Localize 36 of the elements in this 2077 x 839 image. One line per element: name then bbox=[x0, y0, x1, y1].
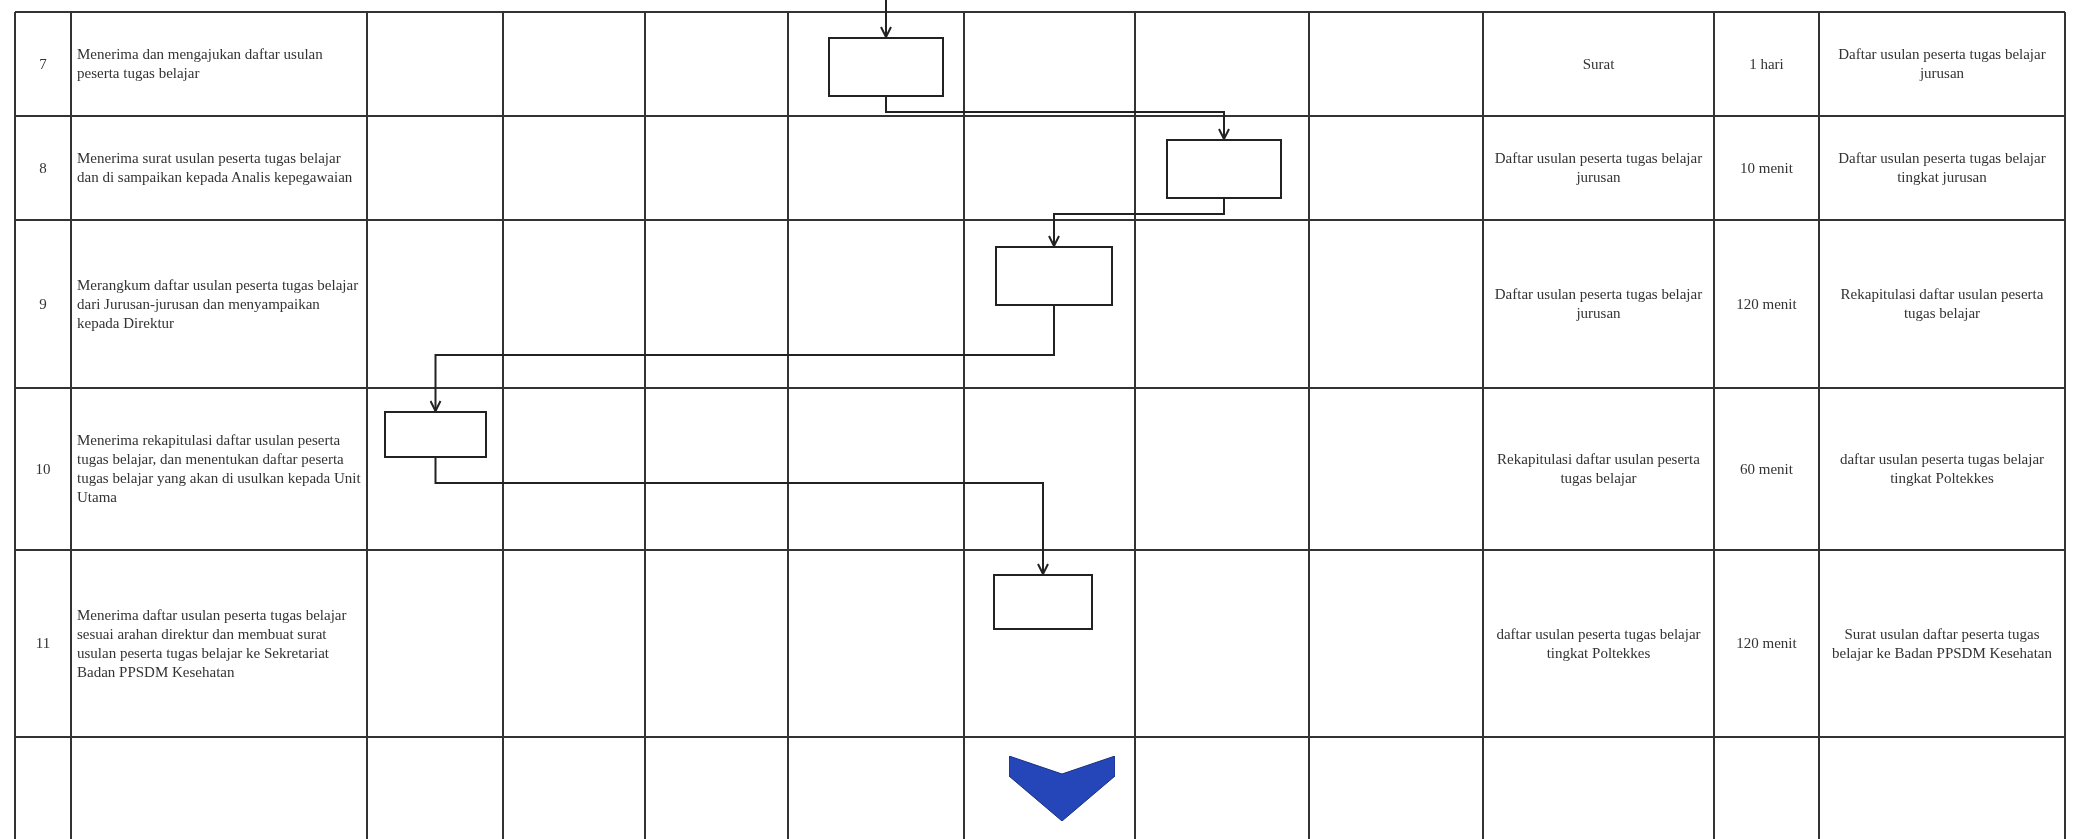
step-number: 9 bbox=[39, 294, 47, 314]
output-document: Daftar usulan peserta tugas belajar jurusan bbox=[1837, 45, 2047, 83]
step-number: 10 bbox=[35, 459, 51, 479]
step-number: 11 bbox=[35, 634, 51, 653]
input-document: daftar usulan peserta tugas belajar tingkat Poltekkes bbox=[1495, 624, 1702, 663]
duration: 10 menit bbox=[1740, 158, 1793, 178]
output-document: daftar usulan peserta tugas belajar tingkat Poltekkes bbox=[1838, 450, 2046, 488]
step-description: Menerima daftar usulan peserta tugas belajar sesuai arahan direktur dan membuat surat usulan peserta tugas belajar ke Sekretariat Badan PPSDM Kesehatan bbox=[77, 605, 348, 682]
step-description: Merangkum daftar usulan peserta tugas belajar dari Jurusan-jurusan dan menyampaikan kepada Direktur bbox=[77, 275, 360, 333]
input-document: Daftar usulan peserta tugas belajar jurusan bbox=[1493, 149, 1704, 187]
process-box bbox=[993, 574, 1093, 630]
process-box bbox=[1166, 139, 1282, 199]
output-document: Surat usulan daftar peserta tugas belajar ke Badan PPSDM Kesehatan bbox=[1831, 624, 2053, 663]
output-document: Daftar usulan peserta tugas belajar tingkat jurusan bbox=[1837, 149, 2047, 187]
step-description: Menerima surat usulan peserta tugas belajar dan di sampaikan kepada Analis kepegawaian bbox=[77, 149, 354, 187]
process-box bbox=[384, 411, 487, 458]
duration: 1 hari bbox=[1749, 54, 1784, 74]
duration: 60 menit bbox=[1740, 459, 1793, 479]
process-box bbox=[828, 37, 944, 97]
step-description: Menerima rekapitulasi daftar usulan peserta tugas belajar, dan menentukan daftar peserta tugas belajar yang akan di usulkan kepada Unit Utama bbox=[77, 431, 361, 507]
step-number: 8 bbox=[39, 158, 47, 178]
off-page-connector-arrow bbox=[1009, 756, 1115, 821]
input-document: Surat bbox=[1582, 54, 1615, 74]
output-document: Rekapitulasi daftar usulan peserta tugas belajar bbox=[1839, 285, 2045, 323]
arrow bbox=[434, 457, 1049, 575]
step-number: 7 bbox=[39, 54, 47, 74]
arrow bbox=[429, 305, 1055, 412]
arrow bbox=[885, 96, 1230, 140]
arrow bbox=[1048, 198, 1225, 247]
duration: 120 menit bbox=[1736, 294, 1797, 314]
input-document: Daftar usulan peserta tugas belajar jurusan bbox=[1493, 285, 1704, 323]
process-box bbox=[995, 246, 1113, 306]
step-description: Menerima dan mengajukan daftar usulan peserta tugas belajar bbox=[77, 45, 324, 83]
input-document: Rekapitulasi daftar usulan peserta tugas belajar bbox=[1496, 450, 1701, 488]
duration: 120 menit bbox=[1736, 634, 1797, 653]
arrow bbox=[880, 0, 892, 38]
